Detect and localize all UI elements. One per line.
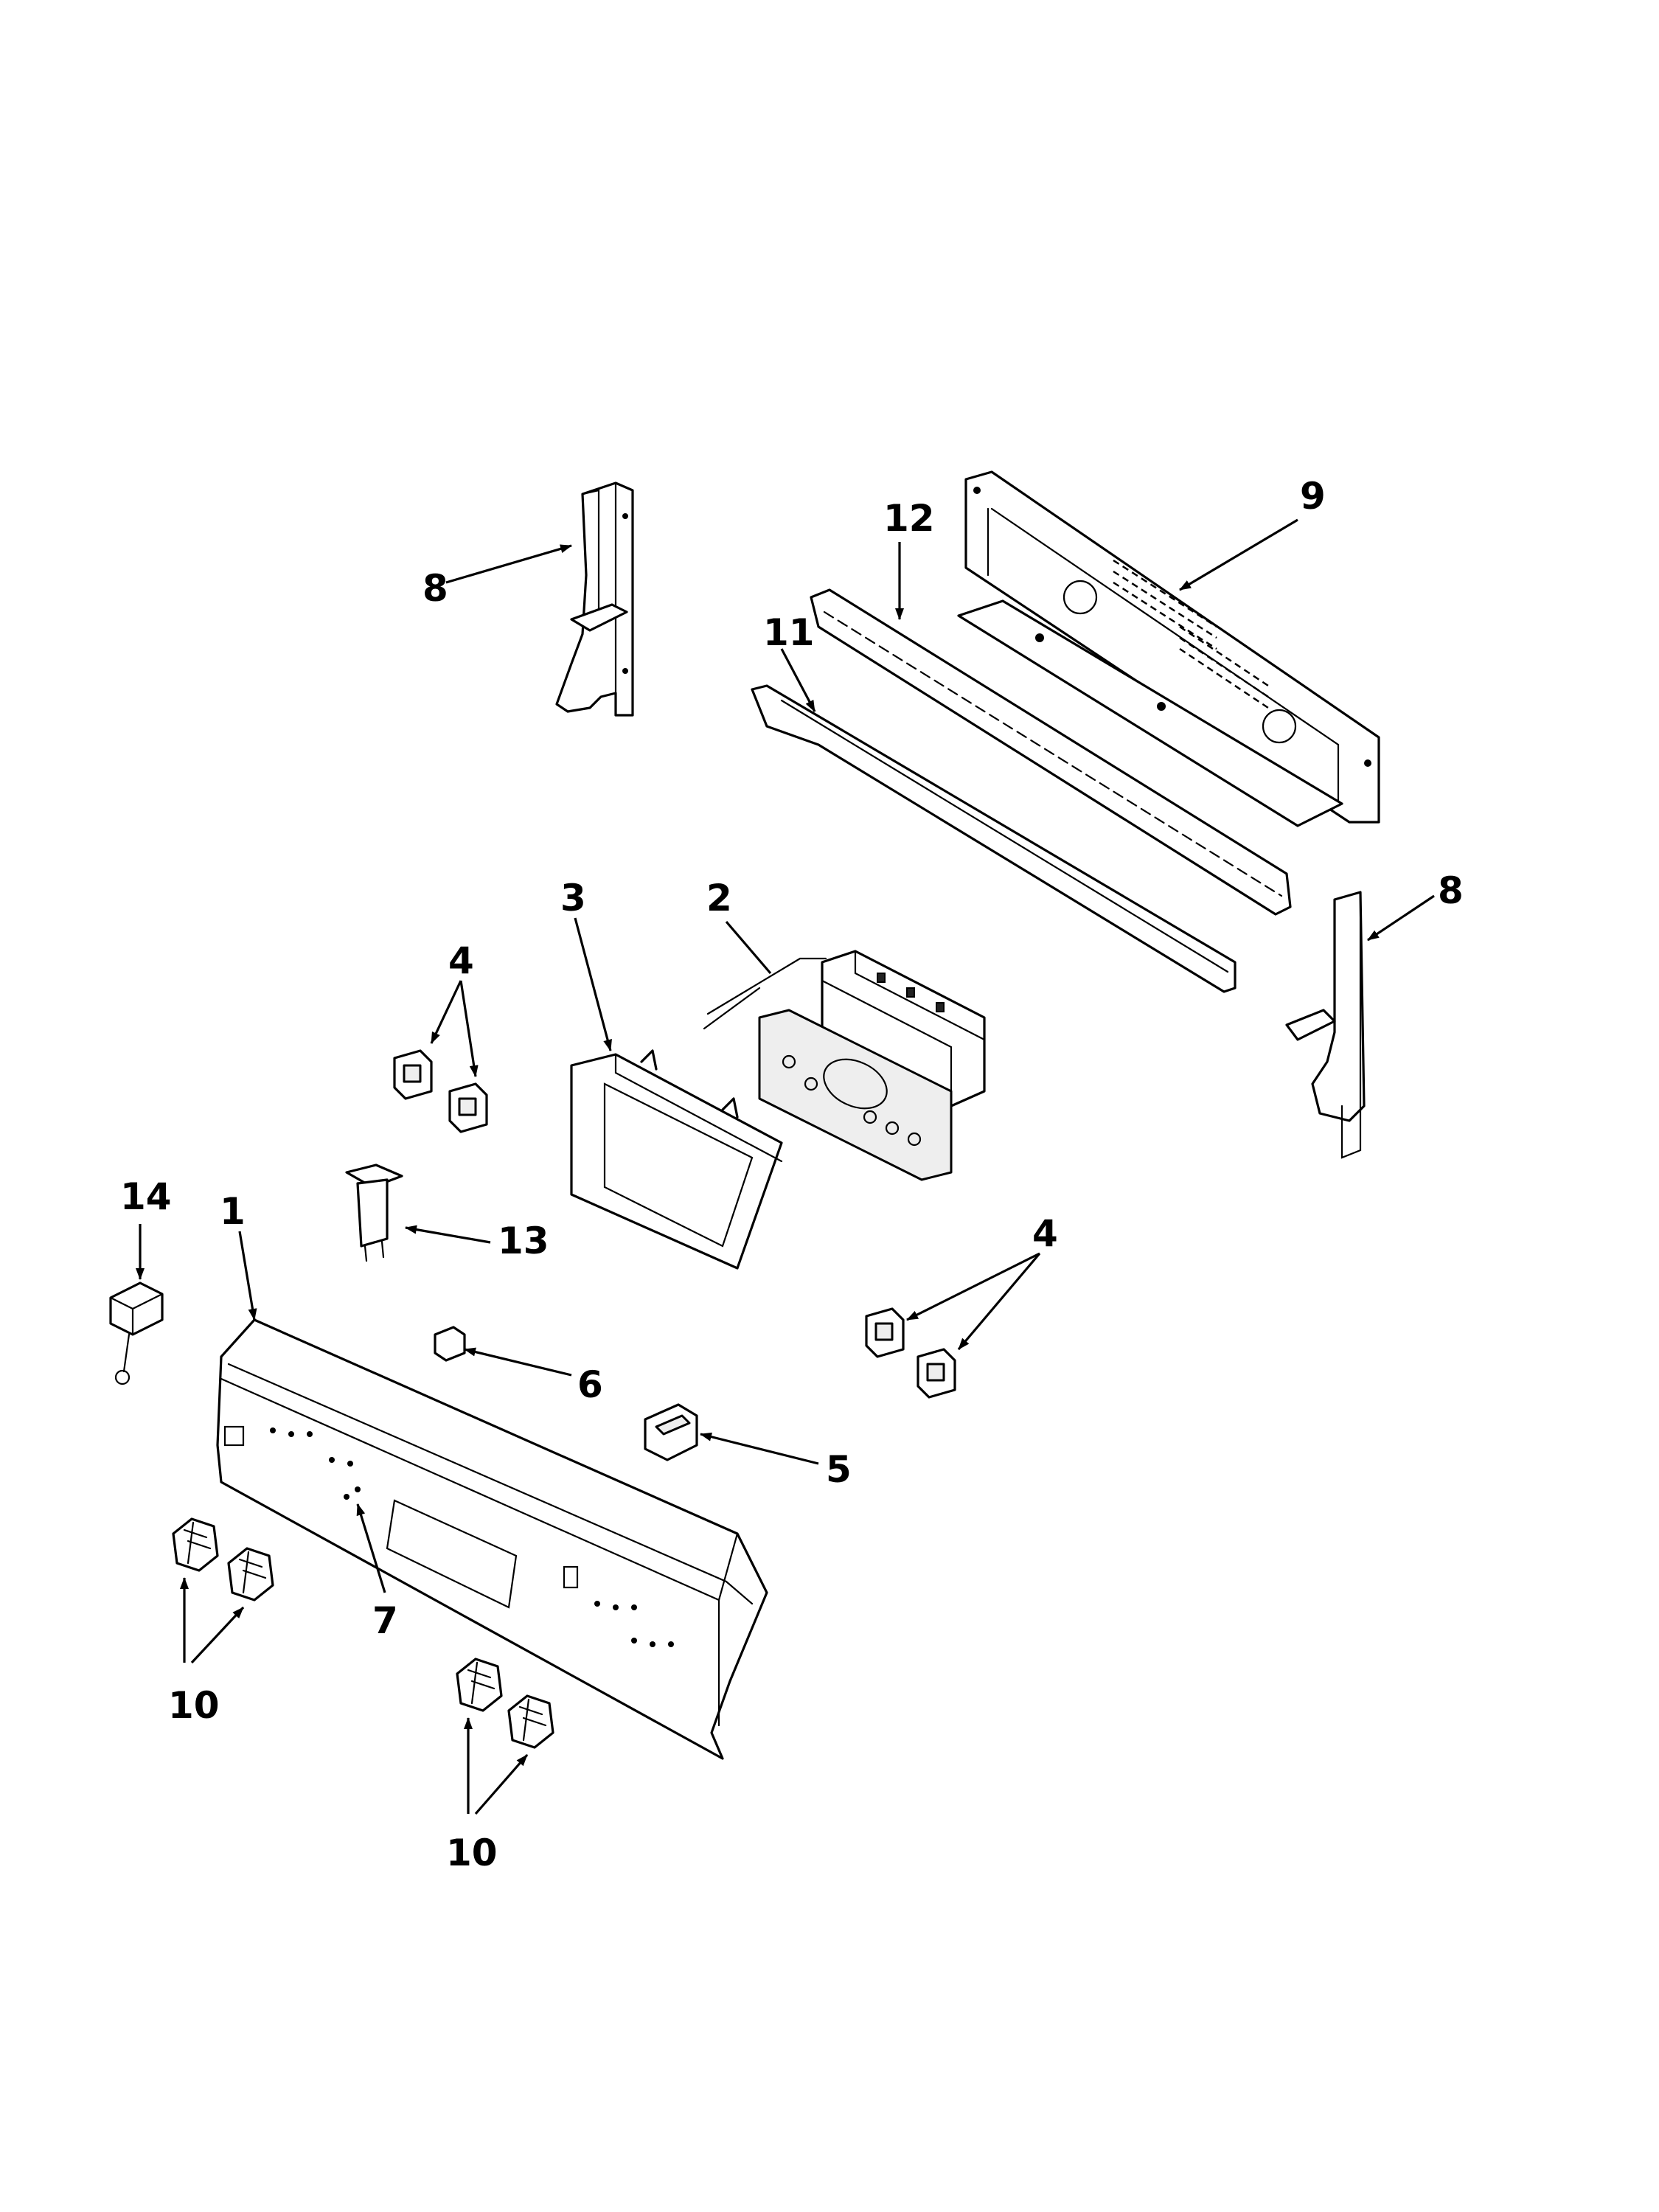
control-panel-back xyxy=(957,470,1380,827)
callout-3: 3 xyxy=(560,877,586,919)
leader-4-top-b xyxy=(459,980,479,1077)
leader-5 xyxy=(700,1432,819,1465)
callout-2: 2 xyxy=(706,877,732,919)
leader-6 xyxy=(464,1347,572,1377)
trim-strip-lower xyxy=(751,684,1237,993)
callout-8-left: 8 xyxy=(422,567,448,610)
callout-1: 1 xyxy=(220,1190,246,1233)
leader-7 xyxy=(356,1503,386,1593)
leader-10-left-b xyxy=(190,1606,245,1664)
electronic-control-assembly xyxy=(703,950,986,1181)
leader-4-right-a xyxy=(906,1252,1040,1321)
leader-1 xyxy=(238,1231,257,1321)
indicator-light xyxy=(345,1164,403,1262)
infinite-switch-top-a xyxy=(393,1049,433,1100)
knob-bottom-a xyxy=(456,1658,503,1712)
leader-4-right-b xyxy=(957,1252,1041,1351)
callout-4-right: 4 xyxy=(1032,1212,1058,1255)
leader-8-right xyxy=(1367,894,1435,942)
knob-left-a xyxy=(172,1517,219,1572)
callout-13: 13 xyxy=(498,1220,549,1262)
callout-10-left: 10 xyxy=(168,1684,220,1727)
callout-5: 5 xyxy=(826,1448,852,1491)
infinite-switch-right-b xyxy=(917,1348,956,1399)
callout-7: 7 xyxy=(372,1599,398,1642)
infinite-switch-right-a xyxy=(865,1307,905,1358)
leader-3 xyxy=(574,917,612,1051)
callout-11: 11 xyxy=(763,611,815,654)
leader-9 xyxy=(1179,518,1298,591)
leader-8-left xyxy=(445,544,572,584)
callout-4-top: 4 xyxy=(448,939,474,982)
leader-10-bottom-b xyxy=(474,1753,529,1815)
leader-13 xyxy=(405,1225,491,1244)
leader-2 xyxy=(725,920,772,975)
rocker-switch xyxy=(644,1403,698,1461)
side-bracket-right xyxy=(1285,891,1366,1159)
callout-9: 9 xyxy=(1300,475,1326,518)
callout-8-right: 8 xyxy=(1438,869,1464,912)
callout-10-bottom: 10 xyxy=(446,1832,498,1874)
infinite-switch-top-b xyxy=(448,1082,488,1133)
side-bracket-left xyxy=(555,481,634,717)
callout-14: 14 xyxy=(120,1175,172,1218)
callout-6: 6 xyxy=(577,1363,603,1406)
display-window xyxy=(570,1049,783,1270)
callout-12: 12 xyxy=(883,497,935,540)
light-socket xyxy=(109,1281,164,1385)
control-panel xyxy=(216,1318,768,1760)
rocker-switch-small xyxy=(434,1326,466,1362)
leader-4-top-a xyxy=(430,980,462,1044)
leader-11 xyxy=(780,648,816,712)
knob-left-b xyxy=(227,1547,274,1601)
trim-strip-upper xyxy=(810,588,1292,916)
knob-bottom-b xyxy=(507,1694,554,1749)
